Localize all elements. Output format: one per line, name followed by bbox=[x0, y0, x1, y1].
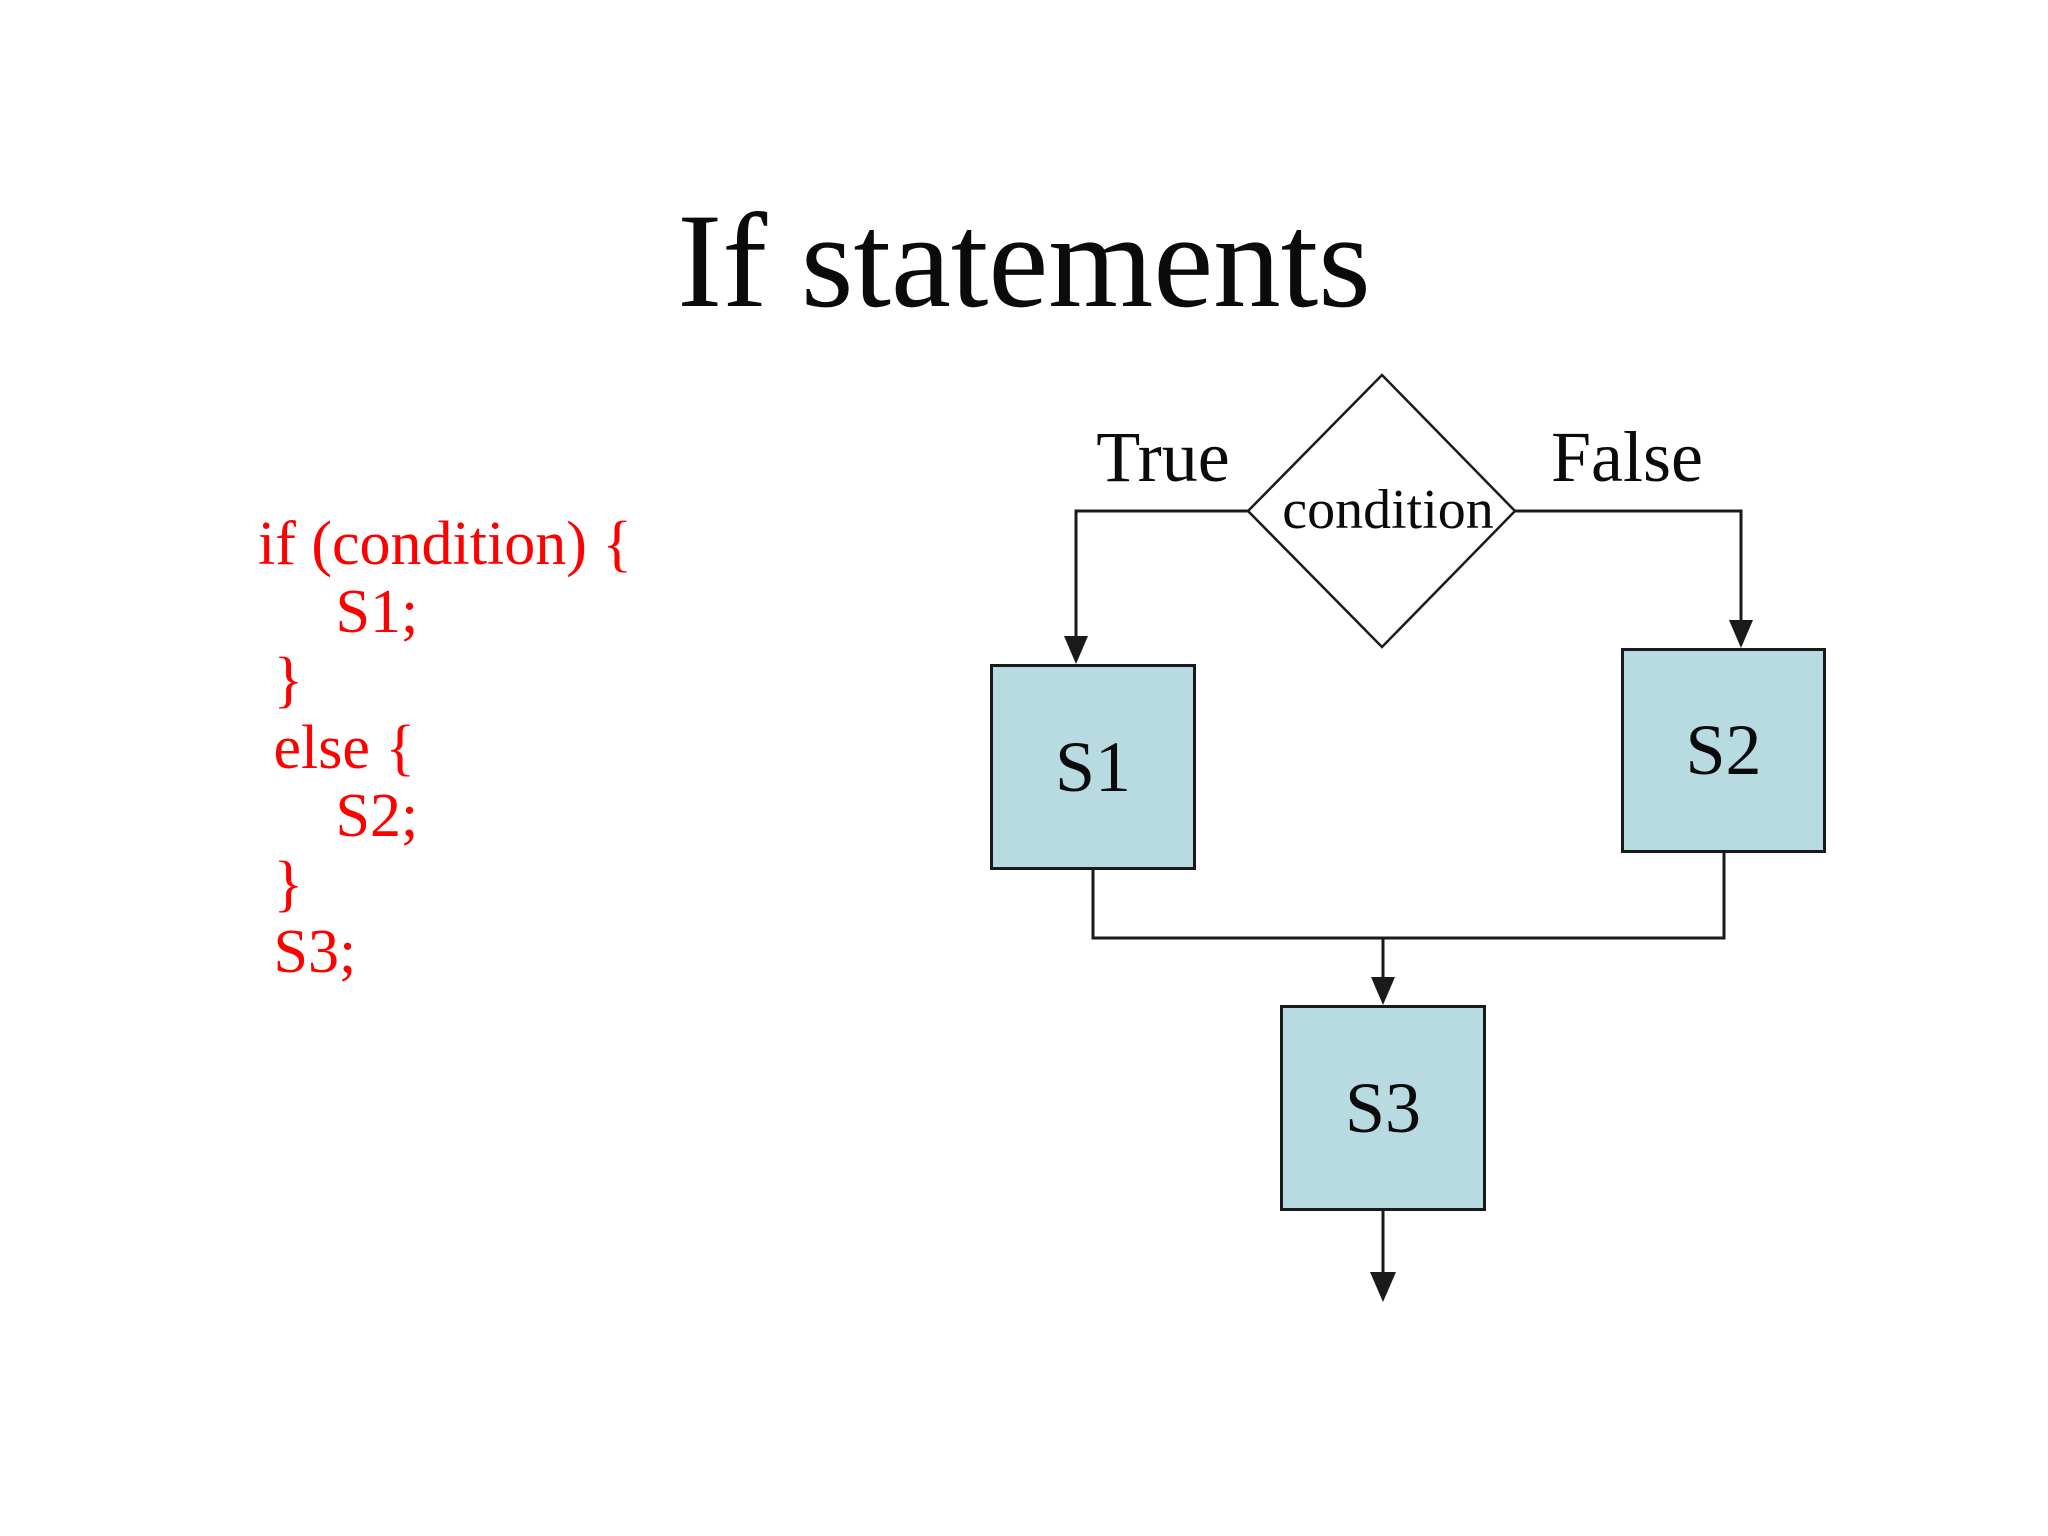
false-branch-line bbox=[1515, 509, 1743, 624]
code-line: } bbox=[258, 646, 304, 714]
s3-label: S3 bbox=[1344, 1067, 1422, 1148]
s1-label: S1 bbox=[1054, 726, 1132, 807]
code-line: if (condition) { bbox=[258, 510, 633, 578]
true-branch-line bbox=[1074, 509, 1248, 640]
code-line: S1; bbox=[258, 578, 419, 646]
page-title: If statements bbox=[677, 187, 1371, 336]
true-branch-label: True bbox=[1096, 417, 1230, 497]
true-branch-arrowhead bbox=[1064, 636, 1088, 664]
s3-box: S3 bbox=[1280, 1005, 1486, 1211]
code-block: if (condition) { S1; } else { S2; } S3; bbox=[258, 510, 632, 986]
decision-diamond bbox=[1246, 373, 1517, 649]
false-branch-label: False bbox=[1551, 417, 1703, 497]
s2-box: S2 bbox=[1621, 648, 1826, 853]
condition-label: condition bbox=[1282, 479, 1494, 541]
code-line: else { bbox=[258, 714, 416, 782]
s1-box: S1 bbox=[990, 664, 1196, 870]
code-line: S3; bbox=[258, 918, 357, 986]
s2-label: S2 bbox=[1685, 710, 1762, 790]
s3-out-arrowhead bbox=[1370, 1272, 1396, 1302]
code-line: } bbox=[258, 850, 304, 918]
false-branch-arrowhead bbox=[1729, 620, 1753, 648]
merge-arrowhead bbox=[1371, 977, 1395, 1005]
code-line: S2; bbox=[258, 782, 419, 850]
